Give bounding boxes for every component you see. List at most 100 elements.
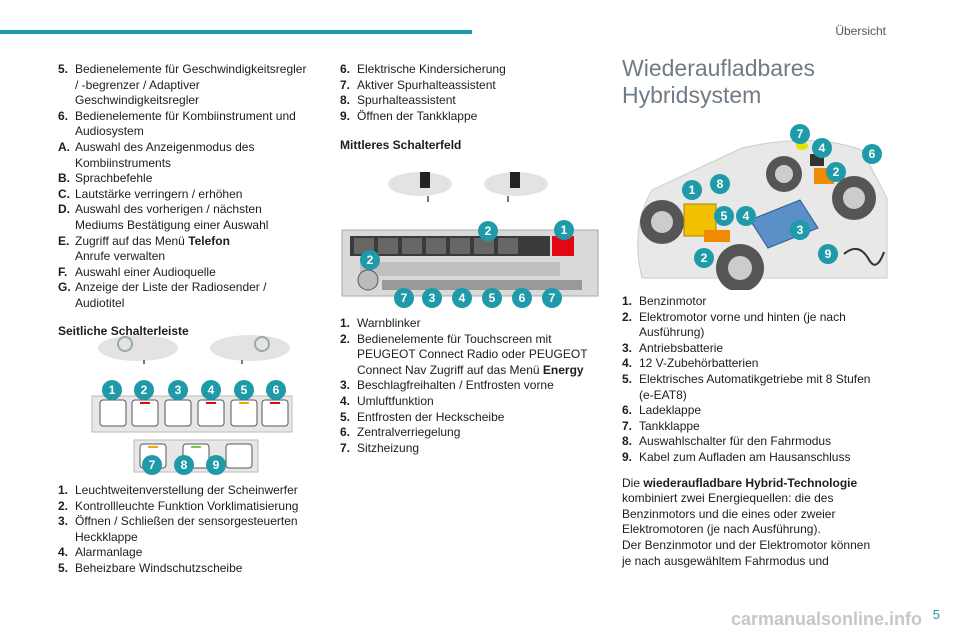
- list-item-text-part: Bedienelemente für Touchscreen mit PEUGE…: [357, 331, 588, 377]
- list-item-text-part: Sitzheizung: [357, 440, 420, 455]
- badge-center-4: 4: [452, 288, 472, 308]
- list-item-number: F.: [58, 264, 68, 279]
- list-item-text-part: Öffnen / Schließen der sensorgesteuerten…: [75, 514, 298, 544]
- list-item: 7. Sitzheizung: [340, 441, 605, 457]
- list-item-bold-term: Telefon: [188, 233, 230, 248]
- list-item-number: C.: [58, 186, 70, 201]
- list-item-text-part: Anzeige der Liste der Radiosender / Audi…: [75, 280, 267, 310]
- list-item-number: 8.: [340, 93, 351, 108]
- list-item-text-part: Bedienelemente für Geschwindigkeitsregle…: [75, 62, 307, 108]
- list-item-text: Spurhalteassistent: [357, 93, 456, 109]
- list-item-text: Sprachbefehle: [75, 171, 152, 187]
- list-item-text-part: Umluftfunktion: [357, 393, 434, 408]
- list-item-number: A.: [58, 139, 70, 154]
- list-item-text-continued: Anrufe verwalten: [75, 249, 166, 264]
- list-item-text-part: Beschlagfreihalten / Entfrosten vorne: [357, 378, 554, 393]
- paragraph-text: Der Benzinmotor und der Elektromotor kön…: [622, 537, 871, 568]
- list-item-text-part: Lautstärke verringern / erhöhen: [75, 186, 243, 201]
- list-item: 6.Ladeklappe: [622, 403, 882, 419]
- list-item-text: Bedienelemente für Geschwindigkeitsregle…: [75, 62, 308, 109]
- badge-center-1: 1: [554, 220, 574, 240]
- list-item: G.Anzeige der Liste der Radiosender / Au…: [58, 280, 308, 311]
- list-item: D.Auswahl des vorherigen / nächsten Medi…: [58, 202, 308, 233]
- subheading-side-switches: Seitliche Schalterleiste: [58, 323, 189, 338]
- list-item-text: Beheizbare Windschutzscheibe: [75, 561, 242, 577]
- badge-hybrid-5: 5: [714, 206, 734, 226]
- list-item-number: 2.: [622, 309, 633, 324]
- list-item-number: E.: [58, 233, 70, 248]
- list-item-text: Zentralverriegelung: [357, 425, 460, 441]
- list-item-number: B.: [58, 171, 70, 186]
- list-item-text-part: Auswahl des vorherigen / nächsten Medium…: [75, 202, 269, 232]
- badge-hybrid-4b: 4: [736, 206, 756, 226]
- list-item-number: 4.: [622, 356, 633, 371]
- list-item: 9.Kabel zum Aufladen am Hausanschluss: [622, 450, 882, 466]
- list-item-text: Beschlagfreihalten / Entfrosten vorne: [357, 378, 554, 394]
- list-item: 3.Antriebsbatterie: [622, 341, 882, 357]
- badge-3: 3: [168, 380, 188, 400]
- list-item-text: Antriebsbatterie: [639, 341, 723, 357]
- list-item-text-part: Entfrosten der Heckscheibe: [357, 409, 505, 424]
- column-right: 1. Benzinmotor 2. Elektromotor vorne und hi…: [622, 294, 882, 569]
- definition-list-bottom-left: 1.Leuchtweitenverstellung der Scheinwerf…: [58, 483, 308, 577]
- list-item-text-part: Auswahl einer Audioquelle: [75, 264, 216, 279]
- list-item-text-part: Antriebsbatterie: [639, 340, 724, 355]
- badge-center-3: 3: [422, 288, 442, 308]
- list-item-text: Bedienelemente für Touchscreen mit PEUGE…: [357, 332, 605, 379]
- list-item: 7.Aktiver Spurhalteassistent: [340, 78, 605, 94]
- list-item-text: Öffnen / Schließen der sensorgesteuerten…: [75, 514, 308, 545]
- center-panel-svg: [341, 172, 599, 297]
- list-item-text-part: Elektrische Kindersicherung: [357, 62, 506, 76]
- list-item: 1. Benzinmotor: [622, 294, 882, 310]
- column-left-bottom: 1.Leuchtweitenverstellung der Scheinwerf…: [58, 483, 308, 577]
- list-item: 5.Entfrosten der Heckscheibe: [340, 410, 605, 426]
- paragraph-text: Die: [622, 475, 644, 490]
- list-item-text: Auswahl des vorherigen / nächsten Medium…: [75, 202, 308, 233]
- badge-hybrid-2b: 2: [694, 248, 714, 268]
- list-item: 3.Beschlagfreihalten / Entfrosten vorne: [340, 378, 605, 394]
- list-item: 2. Elektromotor vorne und hinten (je nach…: [622, 310, 882, 341]
- badge-hybrid-2a: 2: [826, 162, 846, 182]
- list-item: 2.Bedienelemente für Touchscreen mit PEU…: [340, 332, 605, 379]
- badge-hybrid-8: 8: [710, 174, 730, 194]
- list-item-text: Elektromotor vorne und hinten (je nach A…: [639, 310, 882, 341]
- list-item-number: 9.: [340, 108, 351, 123]
- list-item-text-part: Kontrollleuchte Funktion Vorklimatisieru…: [75, 498, 299, 513]
- list-item-text: Auswahlschalter für den Fahrmodus: [639, 434, 831, 450]
- list-item-number: 7.: [340, 77, 351, 92]
- badge-hybrid-6: 6: [862, 144, 882, 164]
- list-item-text: Kontrollleuchte Funktion Vorklimatisieru…: [75, 499, 298, 515]
- list-item-text-part: Elektromotor vorne und hinten (je nach A…: [639, 309, 846, 340]
- definition-list-right: 1. Benzinmotor 2. Elektromotor vorne und hi…: [622, 294, 882, 466]
- list-item-text-part: Sprachbefehle: [75, 171, 153, 186]
- list-item-text: Sitzheizung: [357, 441, 419, 457]
- list-item-text-part: Elektrisches Automatikgetriebe mit 8 Stu…: [639, 371, 871, 402]
- badge-hybrid-4a: 4: [812, 138, 832, 158]
- hybrid-description: Die wiederaufladbare Hybrid-Technologie …: [622, 476, 882, 570]
- badge-center-7b: 7: [542, 288, 562, 308]
- list-item-number: 4.: [58, 545, 69, 560]
- list-item-number: 5.: [622, 371, 633, 386]
- list-item-number: 7.: [622, 418, 633, 433]
- list-item-number: 1.: [622, 294, 633, 308]
- list-item: 6. Zentralverriegelung: [340, 425, 605, 441]
- paragraph: Die wiederaufladbare Hybrid-Technologie …: [622, 476, 882, 538]
- badge-hybrid-1: 1: [682, 180, 702, 200]
- list-item-number: 7.: [340, 440, 351, 455]
- list-item-text-part: Öffnen der Tankklappe: [357, 108, 478, 123]
- list-item-text: Anzeige der Liste der Radiosender / Audi…: [75, 280, 308, 311]
- watermark: carmanualsonline.info: [730, 609, 922, 629]
- list-item-number: 9.: [622, 449, 633, 464]
- paragraph-text-continued: kombiniert zwei Energiequellen: die des …: [622, 491, 836, 537]
- list-item-text-part: Auswahl des Anzeigenmodus des Kombiinstr…: [75, 139, 255, 170]
- list-item-text-part: Benzinmotor: [639, 294, 707, 308]
- list-item-text-part: Zentralverriegelung: [357, 425, 461, 440]
- list-item: 6.Elektrische Kindersicherung: [340, 62, 605, 78]
- list-item-number: 3.: [58, 514, 69, 529]
- badge-hybrid-7: 7: [790, 124, 810, 144]
- list-item: 9. Öffnen der Tankklappe: [340, 109, 605, 125]
- list-item-number: 6.: [340, 425, 351, 440]
- list-item-text: Öffnen der Tankklappe: [357, 109, 477, 125]
- list-item: 7.Tankklappe: [622, 419, 882, 435]
